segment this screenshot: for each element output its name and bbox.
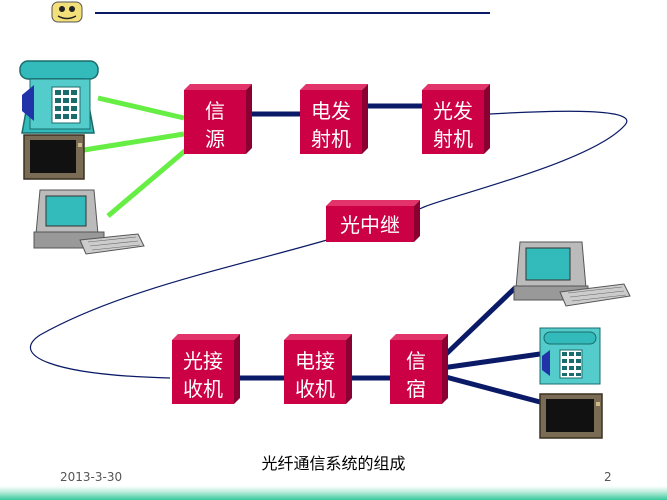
node-sink-label-1: 信 <box>406 349 426 373</box>
node-sink-label-2: 宿 <box>406 377 426 401</box>
node-sink: 信 宿 <box>390 334 448 404</box>
header-mascot-icon <box>51 1 83 23</box>
bottom-links <box>240 286 541 405</box>
computer-icon <box>33 189 145 255</box>
node-orx-label-2: 收机 <box>183 377 223 401</box>
top-links <box>248 103 422 117</box>
node-etx-label-1: 电发 <box>311 99 351 123</box>
telephone-icon-right <box>539 327 601 385</box>
green-links <box>83 95 188 218</box>
telephone-icon <box>19 60 99 134</box>
node-otx-label-2: 射机 <box>433 127 473 151</box>
node-optical-receiver: 光接 收机 <box>172 334 240 404</box>
node-repeater-label: 光中继 <box>340 213 400 237</box>
node-erx-label-2: 收机 <box>295 377 335 401</box>
television-icon <box>23 134 85 180</box>
optical-fiber <box>29 110 628 379</box>
node-source: 信 源 <box>184 84 252 154</box>
computer-icon-right <box>513 241 631 307</box>
node-erx-label-1: 电接 <box>295 349 335 373</box>
node-optical-repeater: 光中继 <box>326 200 420 242</box>
television-icon-right <box>539 393 603 439</box>
node-source-label-1: 信 <box>205 99 225 123</box>
node-etx-label-2: 射机 <box>311 127 351 151</box>
node-orx-label-1: 光接 <box>183 349 223 373</box>
node-electrical-receiver: 电接 收机 <box>284 334 352 404</box>
node-electrical-transmitter: 电发 射机 <box>300 84 368 154</box>
bottom-gradient-bar <box>0 486 667 500</box>
footer-date: 2013-3-30 <box>60 470 123 484</box>
node-otx-label-1: 光发 <box>433 99 473 123</box>
node-source-label-2: 源 <box>205 127 225 151</box>
diagram-caption: 光纤通信系统的组成 <box>261 454 406 473</box>
node-optical-transmitter: 光发 射机 <box>422 84 490 154</box>
footer-page-number: 2 <box>604 470 612 484</box>
